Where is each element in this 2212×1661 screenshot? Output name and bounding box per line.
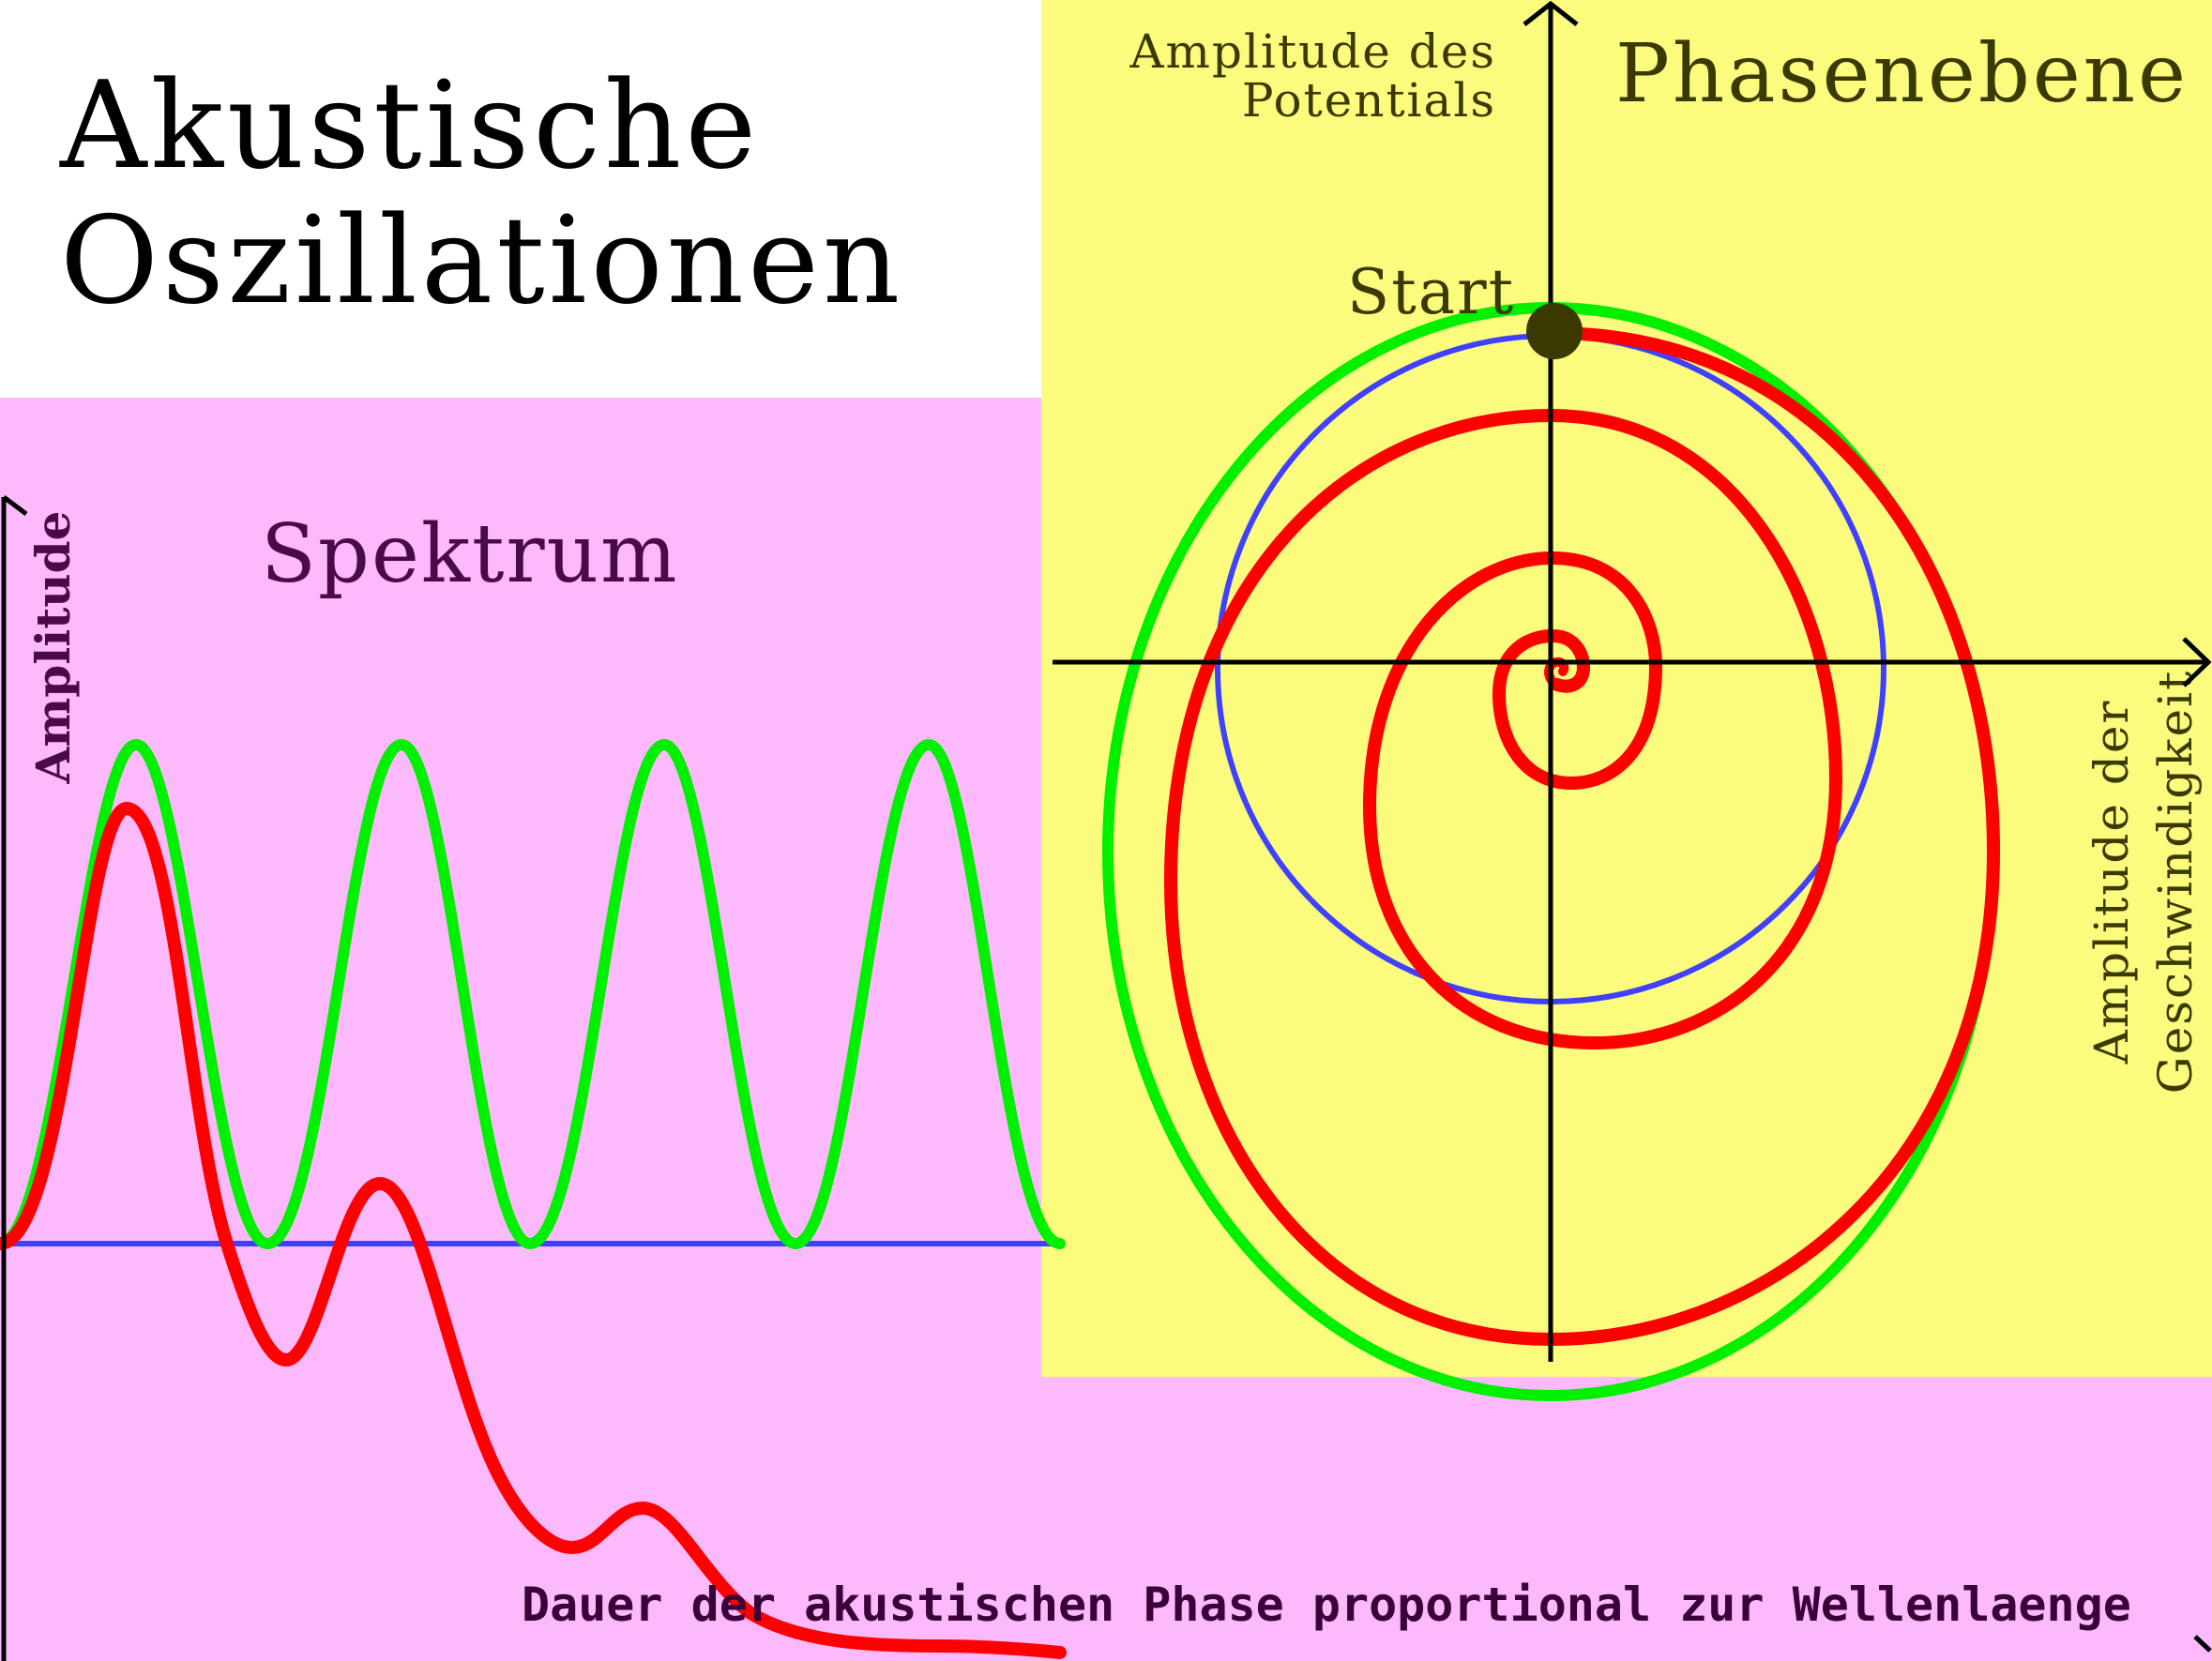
phase-y-axis-label-line2: Potentials: [1242, 73, 1496, 128]
spectrum-green-wave: [0, 739, 1066, 1249]
spectrum-title: Spektrum: [261, 507, 679, 601]
phase-x-axis-label-line1: Amplitude der: [2084, 700, 2139, 1065]
phase-y-axis-label-line1: Amplitude des: [1129, 24, 1496, 79]
phase-plane-title: Phasenebene: [1615, 27, 2189, 121]
spectrum-y-axis-arrowhead: [2, 495, 28, 516]
phase-x-axis-arrowhead: [2182, 637, 2212, 687]
phase-plane-axes: [1053, 0, 2212, 1362]
main-title-line2: Oszillationen: [60, 191, 903, 331]
phase-y-axis-arrowhead: [1523, 0, 1579, 26]
spectrum-x-axis-arrowhead: [2193, 1635, 2212, 1653]
spectrum-axes: [1, 495, 2212, 1661]
main-title-line1: Akustische: [59, 56, 760, 196]
phase-red-spiral: [1164, 326, 2000, 1346]
phase-x-axis-label-line2: Geschwindigkeit: [2148, 670, 2203, 1094]
spectrum-y-axis-label: Amplitude: [25, 511, 81, 785]
spectrum-x-axis-label: Dauer der akustischen Phase proportional…: [522, 1578, 2131, 1632]
spectrum-curves: [0, 739, 1067, 1659]
start-dot: [1526, 303, 1583, 359]
spectrum-red-decay: [0, 802, 1067, 1659]
start-label: Start: [1347, 256, 1515, 328]
